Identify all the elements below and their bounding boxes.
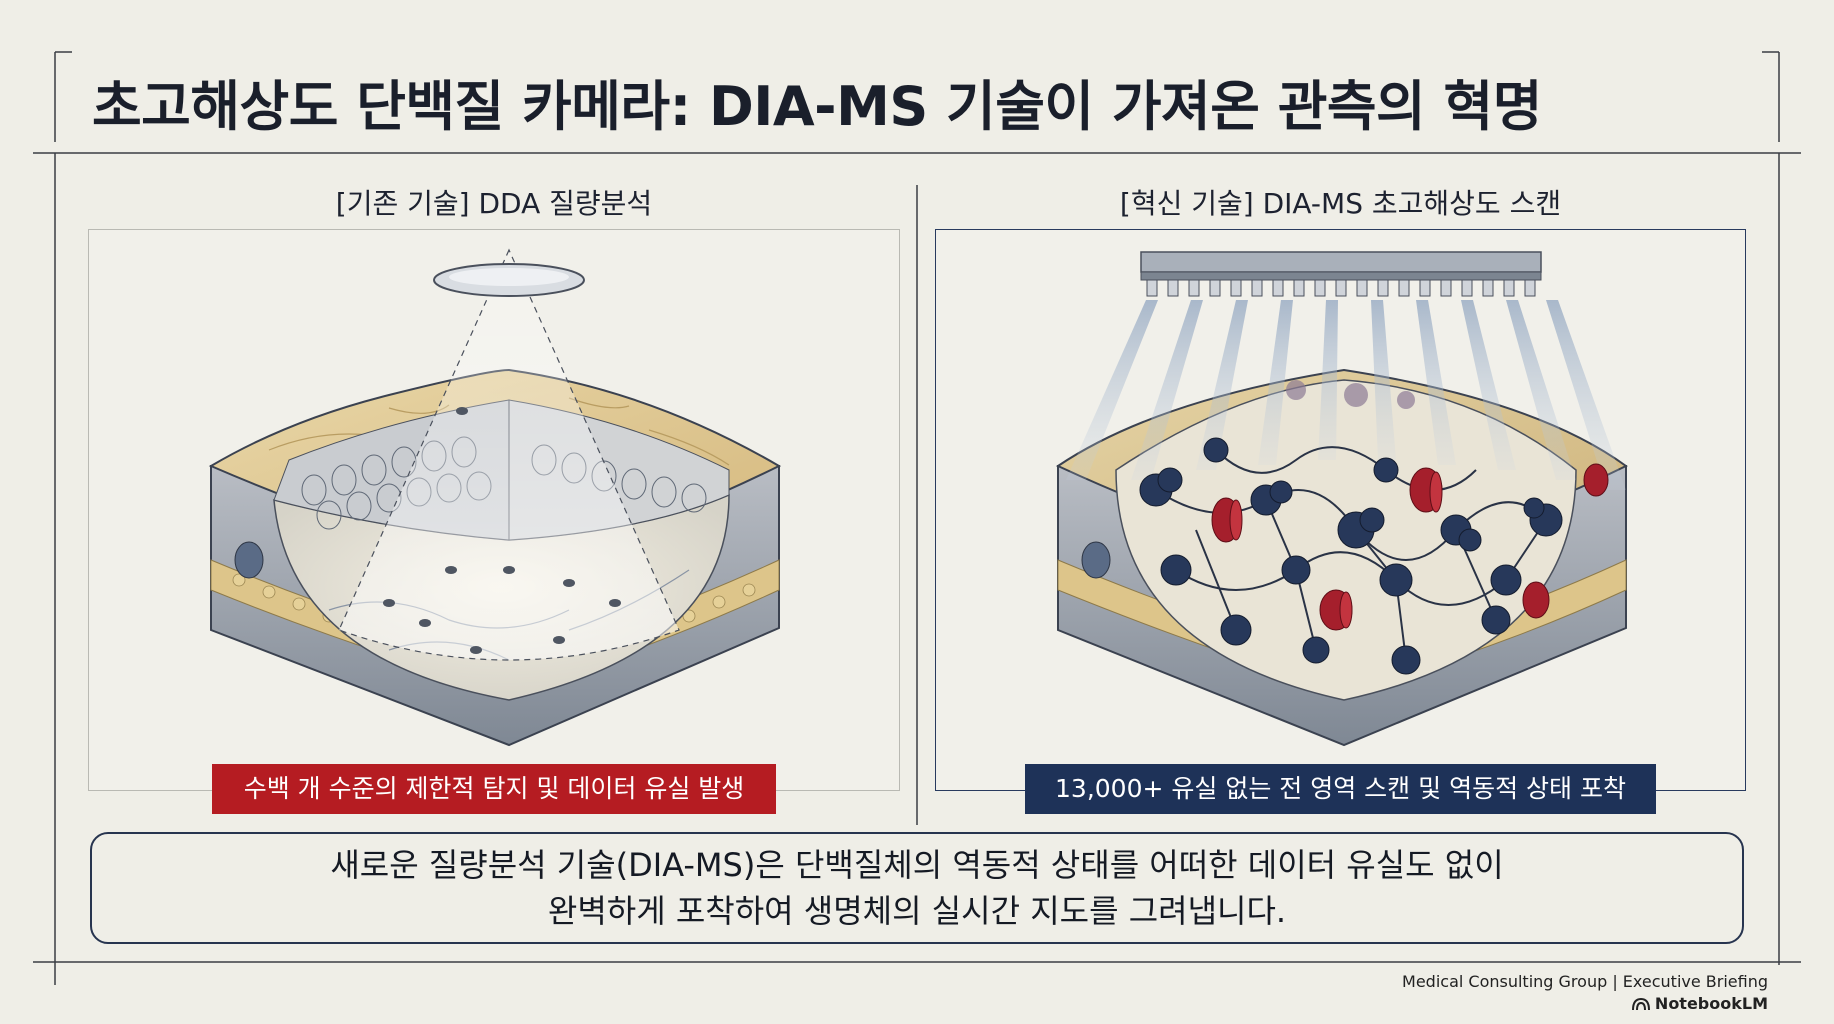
summary-line-1: 새로운 질량분석 기술(DIA-MS)은 단백질체의 역동적 상태를 어떠한 데… — [330, 846, 1504, 884]
footer-text: Medical Consulting Group | Executive Bri… — [1402, 972, 1768, 991]
dda-caption-badge: 수백 개 수준의 제한적 탐지 및 데이터 유실 발생 — [212, 764, 776, 814]
dia-illustration-panel — [935, 229, 1746, 791]
dia-caption-badge: 13,000+ 유실 없는 전 영역 스캔 및 역동적 상태 포착 — [1025, 764, 1656, 814]
dia-tissue-illustration — [1055, 251, 1628, 747]
brand-mark: NotebookLM — [1631, 994, 1768, 1013]
brand-name: NotebookLM — [1654, 994, 1768, 1013]
notebooklm-logo-icon — [1631, 997, 1650, 1010]
dia-panel-label: [혁신 기술] DIA-MS 초고해상도 스캔 — [1119, 187, 1562, 220]
summary-line-2: 완벽하게 포착하여 생명체의 실시간 지도를 그려냅니다. — [547, 892, 1287, 930]
dda-tissue-illustration — [208, 248, 782, 747]
dda-illustration-panel — [88, 229, 900, 791]
summary-box: 새로운 질량분석 기술(DIA-MS)은 단백질체의 역동적 상태를 어떠한 데… — [90, 832, 1744, 944]
page-title: 초고해상도 단백질 카메라: DIA-MS 기술이 가져온 관측의 혁명 — [92, 75, 1542, 138]
dda-panel-label: [기존 기술] DDA 질량분석 — [335, 187, 653, 220]
